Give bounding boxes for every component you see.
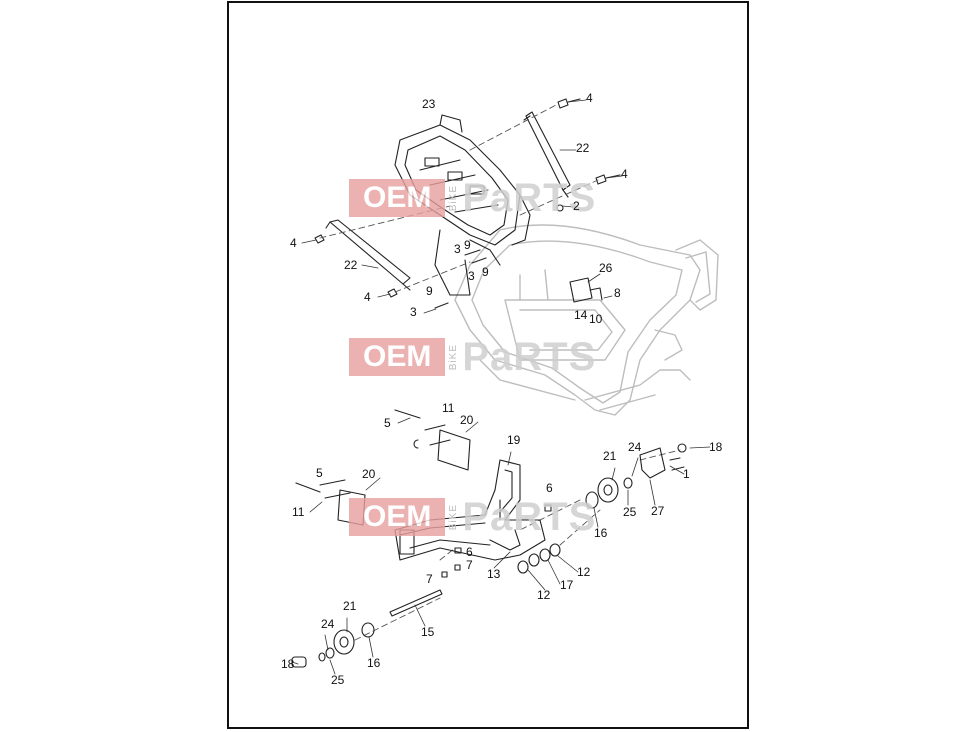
motorcycle-frame bbox=[454, 224, 719, 416]
part-callout-25: 25 bbox=[623, 505, 637, 519]
part-callout-20: 20 bbox=[362, 467, 376, 481]
part-callout-13: 13 bbox=[487, 567, 501, 581]
watermark-oem-text: OEM bbox=[349, 338, 446, 376]
watermark-bike-text: BiKE bbox=[448, 184, 460, 212]
part-callout-23: 23 bbox=[422, 97, 436, 111]
part-callout-10: 10 bbox=[589, 312, 603, 326]
upper-hardware bbox=[314, 98, 621, 309]
part-callout-22: 22 bbox=[344, 258, 358, 272]
part-callout-4: 4 bbox=[621, 167, 628, 181]
part-callout-11: 11 bbox=[292, 505, 305, 519]
part-callout-26: 26 bbox=[599, 261, 613, 275]
part-callout-27: 27 bbox=[651, 504, 665, 518]
part-callout-12: 12 bbox=[537, 588, 551, 602]
part-callout-9: 9 bbox=[426, 284, 433, 298]
part-callout-9: 9 bbox=[464, 238, 471, 252]
part-callout-14: 14 bbox=[574, 308, 588, 322]
mounts bbox=[441, 443, 687, 578]
part-callout-3: 3 bbox=[410, 305, 417, 319]
part-callout-20: 20 bbox=[460, 413, 474, 427]
part-22-struts bbox=[325, 111, 571, 291]
diagram-frame bbox=[227, 1, 749, 729]
watermark-parts-text: PaRTS bbox=[462, 495, 597, 539]
watermark-bike-text: BiKE bbox=[448, 503, 460, 531]
watermark-middle: OEM BiKE PaRTS bbox=[349, 335, 597, 379]
part-callout-7: 7 bbox=[466, 558, 473, 572]
part-callout-6: 6 bbox=[466, 545, 473, 559]
watermark-oem-text: OEM bbox=[349, 179, 446, 217]
part-callout-24: 24 bbox=[628, 440, 642, 454]
part-callout-12: 12 bbox=[577, 565, 591, 579]
part-callout-17: 17 bbox=[560, 578, 574, 592]
part-callout-18: 18 bbox=[709, 440, 723, 454]
part-callout-21: 21 bbox=[343, 599, 357, 613]
part-callout-21: 21 bbox=[603, 449, 617, 463]
part-callout-1: 1 bbox=[683, 467, 690, 481]
watermark-oem-text: OEM bbox=[349, 498, 446, 536]
part-callout-25: 25 bbox=[331, 673, 345, 687]
part-callout-18: 18 bbox=[281, 657, 295, 671]
part-callout-24: 24 bbox=[321, 617, 335, 631]
part-callout-7: 7 bbox=[426, 572, 433, 586]
part-callout-11: 11 bbox=[442, 401, 455, 415]
part-callout-3: 3 bbox=[468, 269, 475, 283]
part-callout-16: 16 bbox=[367, 656, 381, 670]
part-callout-4: 4 bbox=[290, 236, 297, 250]
part-callout-22: 22 bbox=[576, 141, 590, 155]
part-15-shaft bbox=[291, 589, 443, 668]
watermark-bottom: OEM BiKE PaRTS bbox=[349, 495, 597, 539]
part-callout-4: 4 bbox=[586, 91, 593, 105]
part-callout-15: 15 bbox=[421, 625, 435, 639]
watermark-bike-text: BiKE bbox=[448, 343, 460, 371]
watermark-parts-text: PaRTS bbox=[462, 176, 597, 220]
part-callout-5: 5 bbox=[316, 466, 323, 480]
part-callout-5: 5 bbox=[384, 416, 391, 430]
watermark-top: OEM BiKE PaRTS bbox=[349, 176, 597, 220]
part-callout-8: 8 bbox=[614, 286, 621, 300]
label-ticks bbox=[291, 99, 711, 675]
watermark-parts-text: PaRTS bbox=[462, 335, 597, 379]
part-callout-3: 3 bbox=[454, 242, 461, 256]
part-callout-16: 16 bbox=[594, 526, 608, 540]
part-callout-4: 4 bbox=[364, 290, 371, 304]
part-callout-6: 6 bbox=[546, 481, 553, 495]
part-callout-2: 2 bbox=[573, 199, 580, 213]
part-callout-19: 19 bbox=[507, 433, 521, 447]
part-callout-9: 9 bbox=[482, 265, 489, 279]
